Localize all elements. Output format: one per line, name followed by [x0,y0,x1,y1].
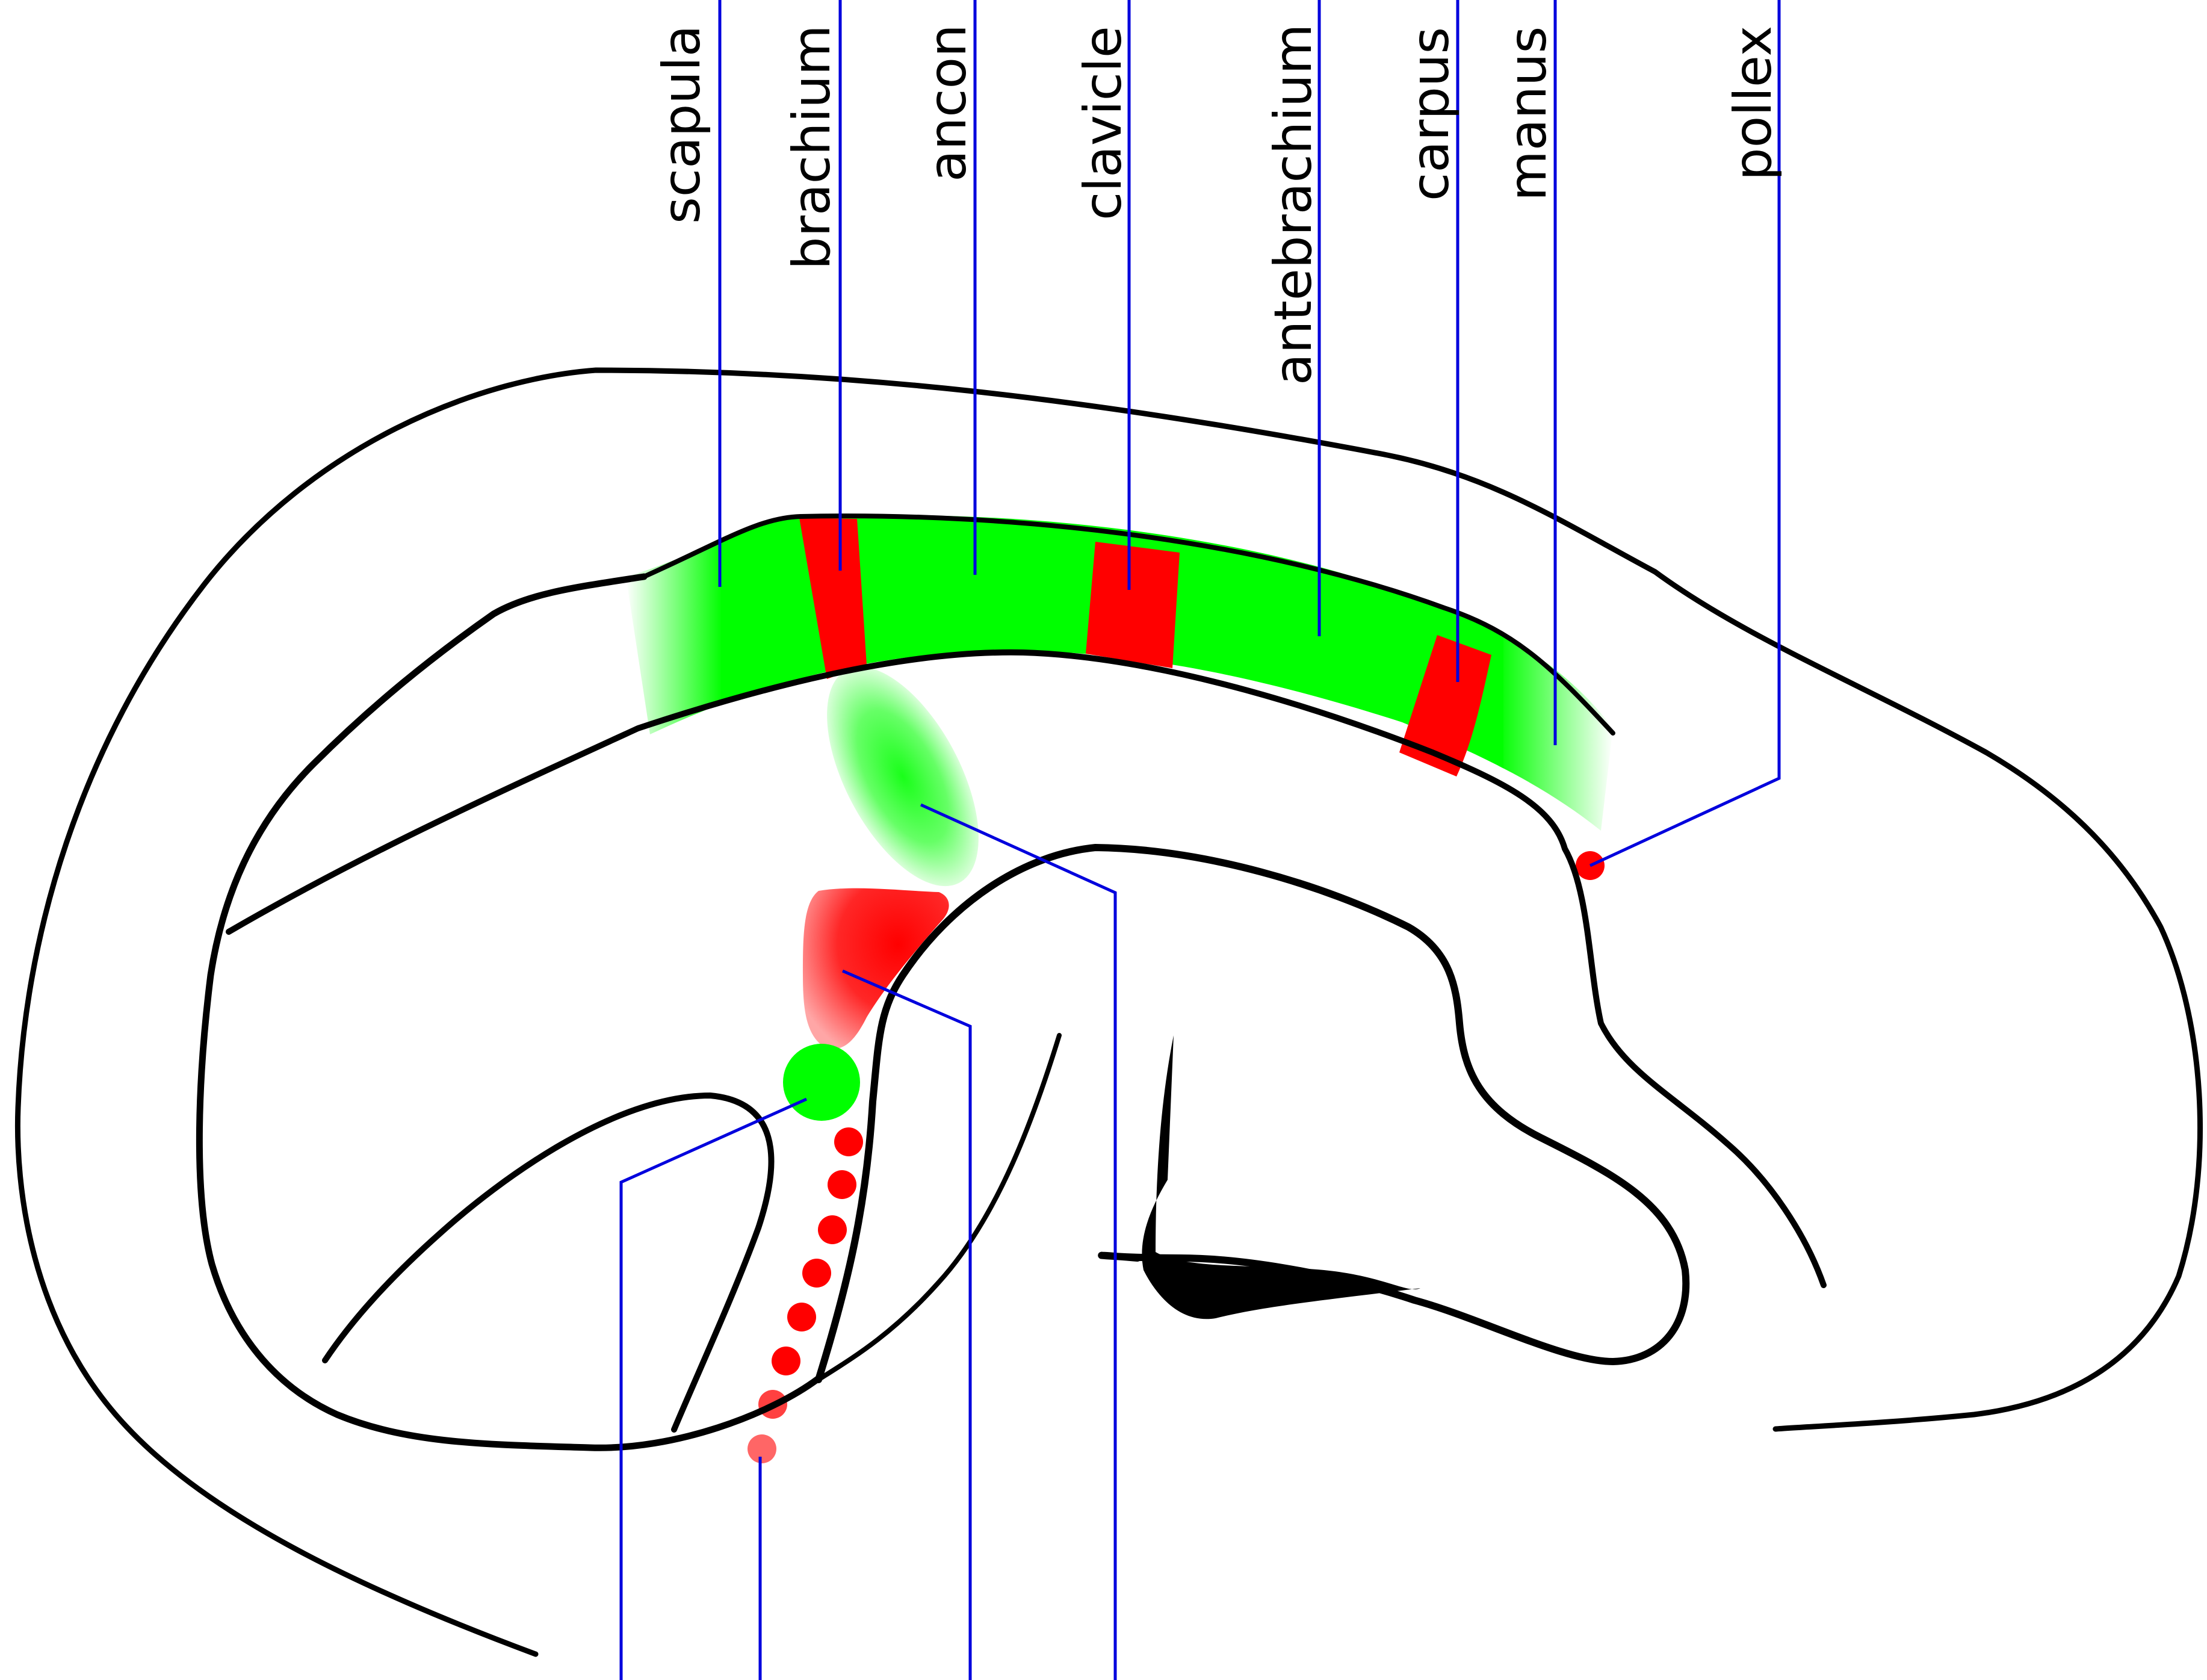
label-antebrachium: antebrachium [1263,24,1323,385]
corpus-callosum-shape [1142,1035,1420,1319]
green-blob-field [796,643,1010,910]
label-brachium: brachium [782,25,842,270]
label-manus: manus [1498,26,1558,201]
red-blob-field [803,888,949,1049]
label-carpus: carpus [1401,27,1461,201]
labels: scapula brachium ancon clavicle antebrac… [652,24,1783,385]
label-pollex: pollex [1723,26,1783,181]
label-clavicle: clavicle [1073,26,1133,220]
label-ancon: ancon [918,24,978,182]
green-dot-field [783,1044,860,1121]
label-scapula: scapula [652,25,712,224]
clavicle-red-field [1086,542,1180,668]
